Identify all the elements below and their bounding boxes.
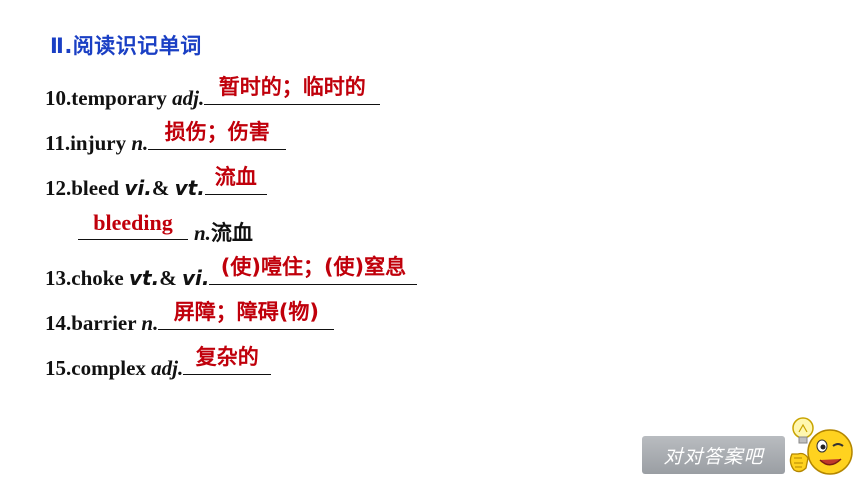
conjunction: & <box>159 266 182 290</box>
vocab-item-14: 14.barrier n. 屏障；障碍(物) <box>45 300 335 336</box>
vocab-item-12-derived: bleeding n.流血 <box>78 210 253 247</box>
word: 11.injury <box>45 131 132 155</box>
part-of-speech: vi. <box>181 266 210 290</box>
section-title: Ⅱ.阅读识记单词 <box>50 34 202 58</box>
answer-text: (使)噎住；(使)窒息 <box>220 255 407 279</box>
answer-blank: 流血 <box>204 165 267 195</box>
vocab-item-12: 12.bleed vi.& vt. 流血 <box>45 165 267 201</box>
answer-text: bleeding <box>93 210 173 235</box>
answer-blank: 复杂的 <box>183 345 272 375</box>
answer-text: 流血 <box>214 165 257 189</box>
word: 10.temporary <box>45 86 173 110</box>
vocab-item-13: 13.choke vt.& vi. (使)噎住；(使)窒息 <box>45 255 418 291</box>
answer-blank: bleeding <box>78 210 188 240</box>
smiley-lightbulb-icon[interactable] <box>786 414 856 480</box>
answer-blank: 损伤；伤害 <box>148 120 287 150</box>
word: 15.complex <box>45 356 152 380</box>
word: 12.bleed <box>45 176 125 200</box>
answer-text: 暂时的；临时的 <box>218 75 366 99</box>
meaning: 流血 <box>210 221 253 245</box>
answer-text: 复杂的 <box>195 345 259 369</box>
part-of-speech: adj. <box>151 356 184 380</box>
part-of-speech: vi. <box>124 176 152 200</box>
answer-blank: (使)噎住；(使)窒息 <box>209 255 418 285</box>
word: 13.choke <box>45 266 129 290</box>
answer-text: 屏障；障碍(物) <box>173 300 319 324</box>
part-of-speech: n. <box>141 311 159 335</box>
answer-blank: 屏障；障碍(物) <box>158 300 335 330</box>
part-of-speech: n. <box>194 221 211 245</box>
part-of-speech: vt. <box>174 176 205 200</box>
part-of-speech: adj. <box>172 86 205 110</box>
part-of-speech: vt. <box>129 266 160 290</box>
word: 14.barrier <box>45 311 142 335</box>
conjunction: & <box>151 176 175 200</box>
answer-text: 损伤；伤害 <box>164 120 270 144</box>
vocab-item-15: 15.complex adj. 复杂的 <box>45 345 272 381</box>
check-answers-button[interactable]: 对对答案吧 <box>642 436 785 474</box>
part-of-speech: n. <box>131 131 149 155</box>
vocab-item-11: 11.injury n. 损伤；伤害 <box>45 120 287 156</box>
vocab-item-10: 10.temporary adj. 暂时的；临时的 <box>45 75 381 111</box>
answer-blank: 暂时的；临时的 <box>204 75 381 105</box>
